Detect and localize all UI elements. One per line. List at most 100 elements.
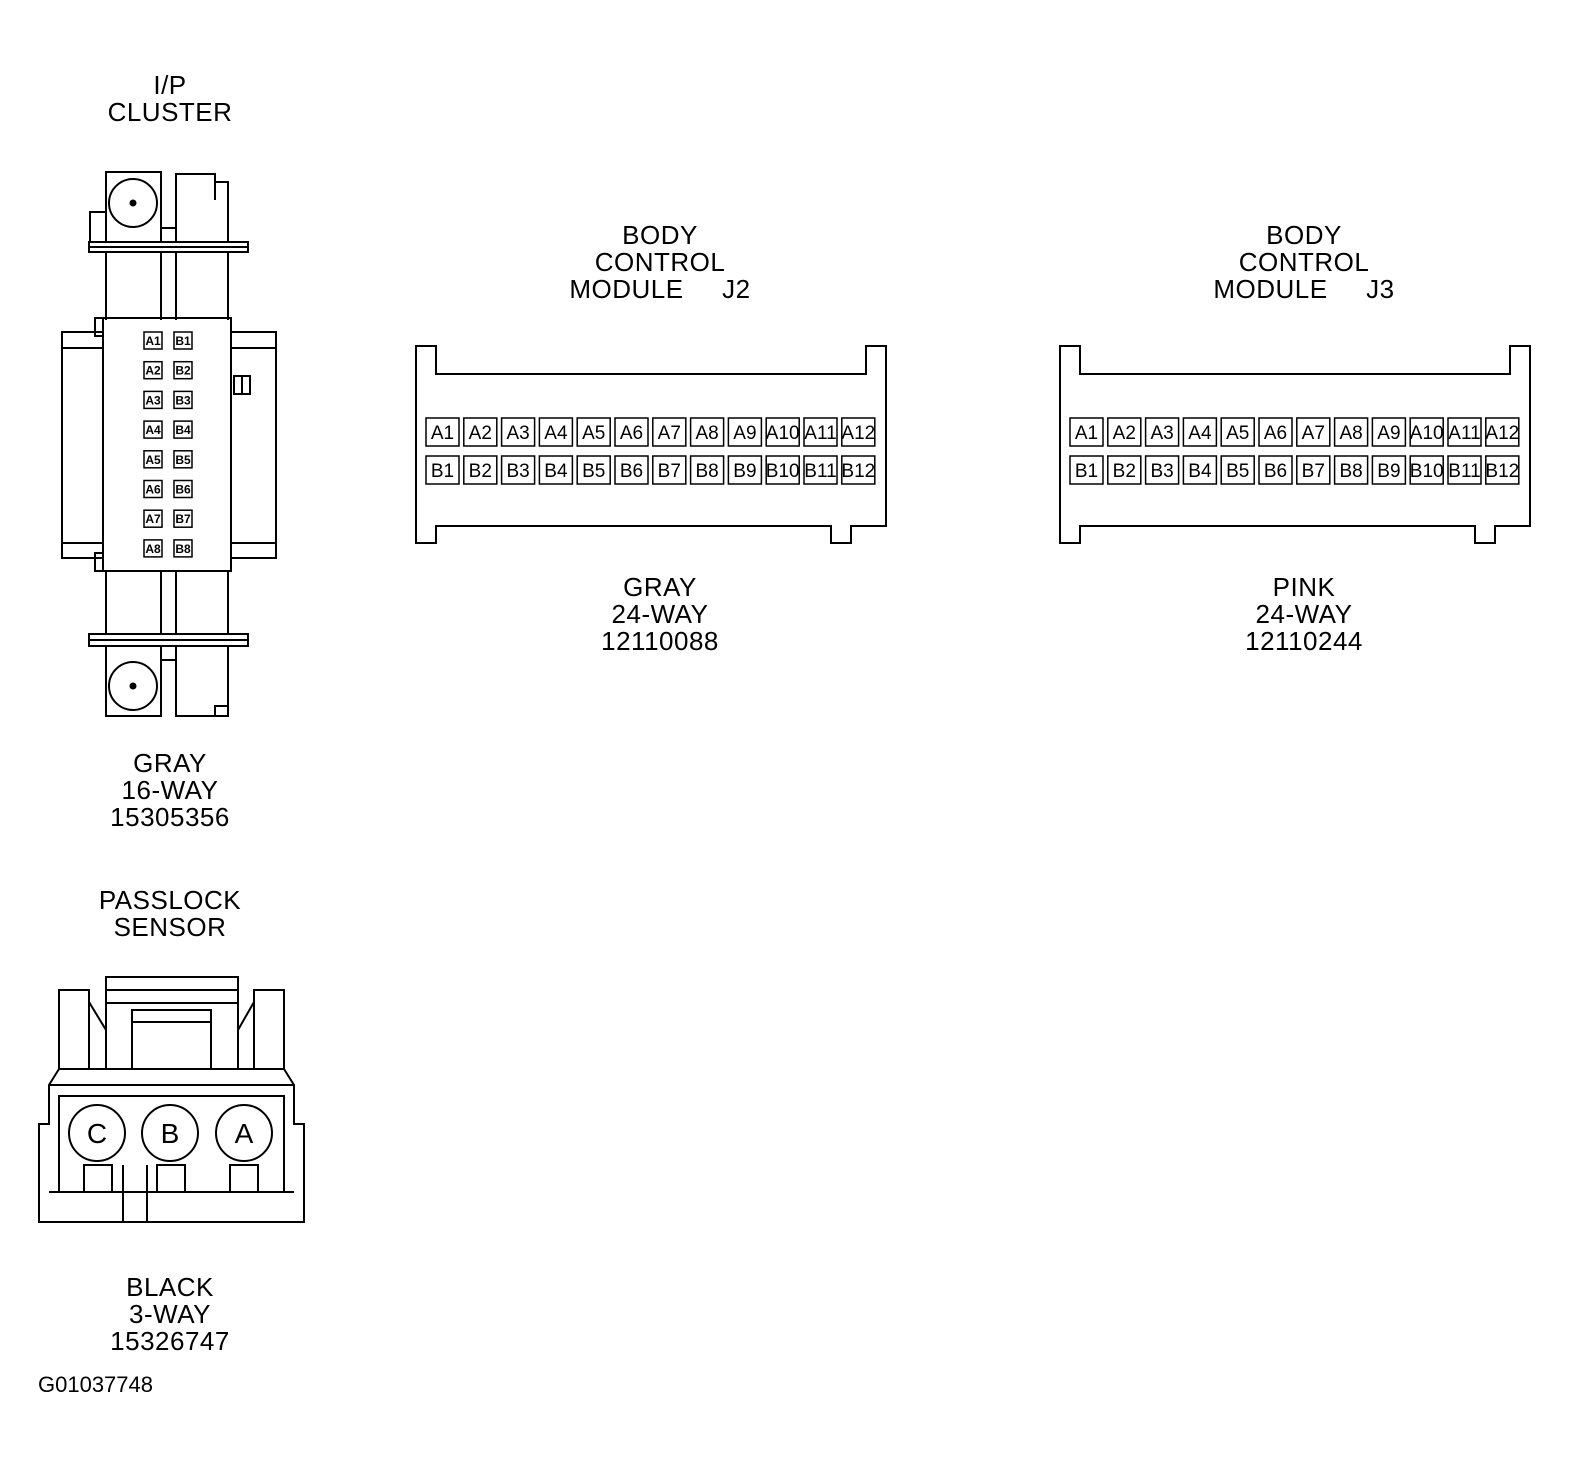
bcm-j2-pin-b11-box [803, 455, 838, 485]
bcm-j2-pin-a4: A4 [538, 417, 574, 447]
passlock-cavity-c-circle [68, 1104, 126, 1162]
bcm-j3-title: BODY CONTROL MODULE J3 [1184, 222, 1424, 303]
bcm-j3-pin-b11-label: B11 [1448, 461, 1480, 482]
ip-cluster-pin-a4: A4 [143, 420, 163, 439]
ip-cluster-pin-a7-box [143, 509, 163, 528]
ip-cluster-pin-b8: B8 [173, 539, 193, 558]
ip-cluster-pin-b2: B2 [173, 360, 193, 380]
ip-cluster-pin-b3: B3 [173, 390, 193, 410]
bcm-j3-pin-b6: B6 [1258, 455, 1293, 485]
ip-cluster-pin-b2-label: B2 [175, 364, 191, 378]
bcm-j3-pin-b2: B2 [1107, 455, 1142, 485]
bcm-j2-title-line-1: BODY [622, 220, 698, 250]
bcm-j2-part-number: 12110088 [601, 626, 719, 656]
bcm-j3-pin-a9-label: A9 [1377, 423, 1400, 444]
bcm-j3-pin-a11-box [1447, 417, 1482, 447]
bcm-j2-pin-b6-box [614, 455, 649, 485]
passlock-cavity-a-label: A [235, 1118, 254, 1149]
ip-cluster-pin-a3-box [143, 390, 163, 410]
bcm-j3-pin-a12: A12 [1485, 417, 1520, 447]
passlock-title-line-2: SENSOR [113, 912, 227, 942]
bcm-j3-pin-a8-box [1333, 417, 1369, 447]
passlock-color: BLACK [126, 1272, 214, 1302]
ip-cluster-pin-b1-box [173, 331, 193, 350]
ip-cluster-pin-a5: A5 [143, 450, 163, 469]
ip-cluster-pin-b6-label: B6 [175, 483, 191, 497]
bcm-j3-pin-a7-box [1296, 417, 1331, 447]
bcm-j2-pin-b7-label: B7 [658, 461, 681, 482]
ip-cluster-pin-a1-label: A1 [145, 334, 161, 348]
bcm-j2-pin-b3: B3 [500, 455, 536, 485]
ip-cluster-pin-a1-box [143, 331, 163, 350]
bcm-j2-pin-b1-box [425, 455, 460, 485]
bcm-j3-title-line-2: CONTROL [1238, 247, 1370, 277]
ip-cluster-pin-a8-label: A8 [145, 542, 161, 556]
bcm-j2-pin-a5-label: A5 [582, 423, 605, 444]
ip-cluster-pin-a7: A7 [143, 509, 163, 528]
bcm-j3-title-line-3: MODULE J3 [1213, 274, 1395, 304]
ip-cluster-pin-b5-label: B5 [175, 453, 191, 467]
passlock-info: BLACK 3-WAY 15326747 [70, 1274, 270, 1355]
bcm-j3-pin-b3-label: B3 [1150, 461, 1173, 482]
bcm-j3-pin-b10-box [1409, 455, 1444, 485]
bcm-j3-title-line-1: BODY [1266, 220, 1342, 250]
passlock-cavity-b-circle [141, 1104, 199, 1162]
bcm-j2-pin-b9: B9 [727, 455, 763, 485]
bcm-j2-pin-a1-box [425, 417, 460, 447]
bcm-j2-pin-a1-label: A1 [431, 423, 454, 444]
bcm-j3-pin-a4: A4 [1182, 417, 1218, 447]
bcm-j3-ways: 24-WAY [1255, 599, 1353, 629]
ip-cluster-pin-a6-box [143, 479, 163, 499]
bcm-j3-pin-a1-label: A1 [1075, 423, 1098, 444]
bcm-j2-pin-a2-box [463, 417, 498, 447]
bcm-j2-pin-b5-box [576, 455, 611, 485]
bcm-j3-pin-b12-label: B12 [1485, 461, 1519, 482]
passlock-cavity-c: C [68, 1104, 126, 1162]
bcm-j3-pin-b4-box [1182, 455, 1218, 485]
bcm-j3-pin-a6-label: A6 [1264, 423, 1287, 444]
bcm-j2-pin-a11-box [803, 417, 838, 447]
bcm-j2-pin-b10-box [765, 455, 800, 485]
bcm-j2-pin-a10-label: A10 [766, 423, 800, 444]
bcm-j3-pin-a5-label: A5 [1226, 423, 1249, 444]
bcm-j3-pin-a8-label: A8 [1339, 423, 1362, 444]
bcm-j3-pin-a6-box [1258, 417, 1293, 447]
bcm-j3-pin-b8-box [1333, 455, 1369, 485]
bcm-j2-info: GRAY 24-WAY 12110088 [540, 574, 780, 655]
bcm-j3-pin-b1-box [1069, 455, 1104, 485]
bcm-j3-pin-a2: A2 [1107, 417, 1142, 447]
ip-cluster-pin-b6: B6 [173, 479, 193, 499]
ip-cluster-title-line-2: CLUSTER [107, 97, 233, 127]
bcm-j3-pin-a5: A5 [1220, 417, 1255, 447]
ip-cluster-info: GRAY 16-WAY 15305356 [80, 750, 260, 831]
ip-cluster-pin-b1: B1 [173, 331, 193, 350]
bcm-j3-pin-b10: B10 [1409, 455, 1444, 485]
bcm-j3-pin-b10-label: B10 [1410, 461, 1444, 482]
bcm-j2-pin-b2-label: B2 [469, 461, 492, 482]
passlock-cavity-a-circle [215, 1104, 273, 1162]
bcm-j3-info: PINK 24-WAY 12110244 [1184, 574, 1424, 655]
ip-cluster-pin-a5-box [143, 450, 163, 469]
bcm-j2-pin-a10: A10 [765, 417, 800, 447]
bcm-j2-pin-a4-box [538, 417, 574, 447]
bcm-j3-pin-b5-box [1220, 455, 1255, 485]
bcm-j3-pin-b8: B8 [1333, 455, 1369, 485]
ip-cluster-pin-b1-label: B1 [175, 334, 191, 348]
bcm-j3-pin-a10: A10 [1409, 417, 1444, 447]
bcm-j2-pin-a7-box [652, 417, 687, 447]
bcm-j2-ways: 24-WAY [611, 599, 709, 629]
passlock-cavity-b-label: B [161, 1118, 180, 1149]
bcm-j3-pin-a3: A3 [1144, 417, 1180, 447]
ip-cluster-pin-a3-label: A3 [145, 393, 161, 407]
ip-cluster-pin-b4: B4 [173, 420, 193, 439]
bcm-j2-pin-a7-label: A7 [658, 423, 681, 444]
bcm-j3-pin-b3: B3 [1144, 455, 1180, 485]
ip-cluster-pin-b5-box [173, 450, 193, 469]
ip-cluster-pin-b3-box [173, 390, 193, 410]
bcm-j3-pin-a6: A6 [1258, 417, 1293, 447]
bcm-j2-pin-a9: A9 [727, 417, 763, 447]
passlock-title-line-1: PASSLOCK [98, 885, 242, 915]
bcm-j3-pin-a7: A7 [1296, 417, 1331, 447]
